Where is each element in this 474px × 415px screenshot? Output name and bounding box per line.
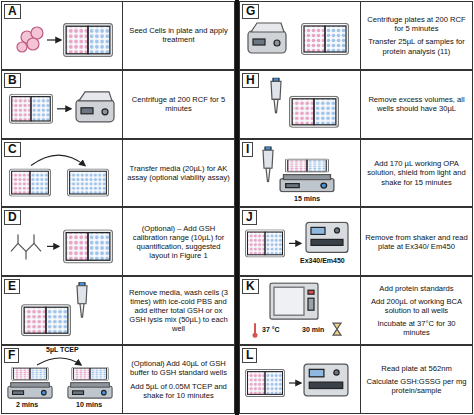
pipette-plate (271, 78, 338, 128)
step-description: Remove excess volumes, all wells should … (360, 71, 472, 138)
icon-label: Ex340/Em450 (299, 257, 346, 265)
step-description: Remove from shaker and read plate at Ex3… (360, 208, 472, 275)
step-text: Add 170 µL working OPA solution, shield … (365, 159, 468, 186)
step-panel: E Remove media, wash cells (3 times) with… (1, 276, 235, 345)
step-text: Remove excess volumes, all wells should … (365, 95, 468, 113)
step-panel: B Centrifuge at 200 RCF for 5 minutes (1, 70, 235, 139)
step-description: Add protein standardsAdd 200µL of workin… (360, 277, 472, 344)
step-text: (Optional) – Add GSH calibration range (… (127, 224, 230, 260)
step-letter: F (4, 348, 19, 363)
step-text: Add protein standards (365, 284, 468, 293)
step-letter: K (242, 279, 259, 294)
step-description: Transfer media (20µL) for AK assay (opti… (122, 140, 234, 207)
step-description: Centrifuge plates at 200 RCF for 5 minut… (360, 2, 472, 69)
step-letter: G (242, 4, 259, 19)
step-letter: E (4, 279, 20, 294)
read-plate (245, 364, 348, 397)
step-description: Centrifuge at 200 RCF for 5 minutes (122, 71, 234, 138)
step-text: Calculate GSH:GSSG per mg protein/sample (365, 377, 468, 395)
step-letter: H (242, 73, 259, 88)
step-letter: L (242, 348, 257, 363)
step-description: Read plate at 562nmCalculate GSH:GSSG pe… (360, 346, 472, 413)
step-text: Transfer media (20µL) for AK assay (opti… (127, 164, 230, 182)
step-panel: G Centrifuge plates at 200 RCF for 5 minu… (239, 1, 473, 70)
step-letter: I (242, 142, 253, 157)
centrifuge-plate (248, 23, 349, 55)
icon-label: 37 °C (261, 326, 281, 334)
icon-label: 10 mins (75, 401, 103, 409)
step-panel: A Seed Cells in plate and apply treatment (1, 1, 235, 70)
plate-to-centrifuge (9, 92, 114, 124)
step-letter: D (4, 210, 21, 225)
icon-label: 30 min (301, 326, 325, 334)
wash-plate (22, 282, 87, 336)
shaker-steps (8, 358, 112, 398)
step-panel: J Remove from shaker and read plate at Ex… (239, 207, 473, 276)
step-letter: B (4, 73, 21, 88)
step-description: (Optional) – Add GSH calibration range (… (122, 208, 234, 275)
step-text: Centrifuge plates at 200 RCF for 5 minut… (365, 15, 468, 33)
step-description: Remove media, wash cells (3 times) with … (122, 277, 234, 344)
step-panel: D (Optional) – Add GSH calibration range … (1, 207, 235, 276)
incubator (253, 283, 342, 338)
step-text: Remove from shaker and read plate at Ex3… (365, 233, 468, 251)
step-panel: H Remove excess volumes, all wells should… (239, 70, 473, 139)
step-text: Seed Cells in plate and apply treatment (127, 26, 230, 44)
cells-to-plate (17, 24, 112, 57)
step-panel: K Add protein standardsAdd 200µL of worki… (239, 276, 473, 345)
icon-label: 5µL TCEP (45, 346, 80, 354)
icon-label: 15 mins (293, 195, 321, 203)
icon-label: 2 mins (15, 401, 39, 409)
step-panel: L Read plate at 562nmCalculate GSH:GSSG p… (239, 345, 473, 414)
step-panel: C Transfer media (20µL) for AK assay (opt… (1, 139, 235, 208)
step-description: Add 170 µL working OPA solution, shield … (360, 140, 472, 207)
gsh-molecule-to-plate (11, 230, 112, 263)
step-text: Add 5µL of 0.05M TCEP and shake for 10 m… (127, 382, 230, 400)
step-letter: C (4, 142, 21, 157)
step-text: Read plate at 562nm (365, 364, 468, 373)
opa-shaker (263, 147, 334, 192)
step-text: Remove media, wash cells (3 times) with … (127, 288, 230, 334)
step-text: Transfer 25µL of samples for protein ana… (365, 37, 468, 55)
step-text: Centrifuge at 200 RCF for 5 minutes (127, 95, 230, 113)
plate-to-reader (245, 222, 348, 257)
step-text: Incubate at 37°C for 30 minutes (365, 319, 468, 337)
step-description: (Optional) Add 40µL of GSH buffer to GSH… (122, 346, 234, 413)
media-transfer (9, 155, 108, 196)
step-text: Add 200µL of working BCA solution to all… (365, 297, 468, 315)
step-description: Seed Cells in plate and apply treatment (122, 2, 234, 69)
step-panel: I Add 170 µL working OPA solution, shield… (239, 139, 473, 208)
step-letter: A (4, 4, 21, 19)
step-letter: J (242, 210, 257, 225)
step-text: (Optional) Add 40µL of GSH buffer to GSH… (127, 359, 230, 377)
